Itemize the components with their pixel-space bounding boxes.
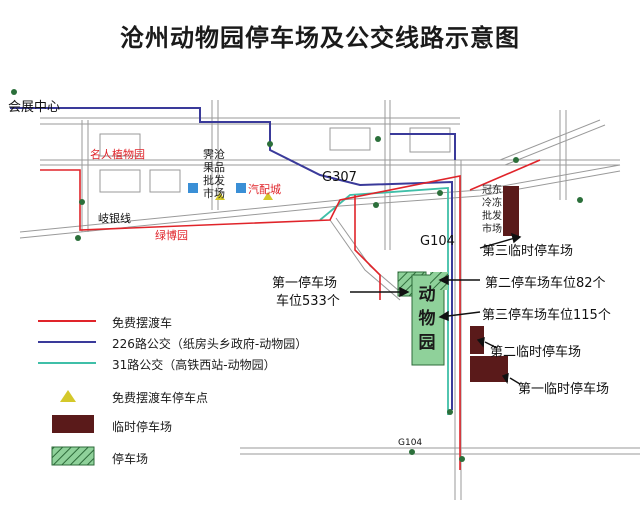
annotation-arrows bbox=[350, 232, 522, 385]
legend-temp-parking: 临时停车场 bbox=[112, 420, 173, 434]
label-temp-parking-1: 第一临时停车场 bbox=[518, 382, 610, 397]
legend-swatches bbox=[38, 320, 96, 466]
label-g307: G307 bbox=[322, 170, 357, 185]
legend-shuttle: 免费摆渡车 bbox=[112, 316, 173, 330]
shuttle-stop-marker bbox=[215, 192, 225, 200]
shuttle-route-3 bbox=[469, 159, 541, 191]
label-frozen-market: 冠东冷冻批发市场 bbox=[482, 185, 502, 235]
shuttle-stop-marker bbox=[263, 192, 273, 200]
label-flower-garden: 名人植物园 bbox=[90, 148, 145, 161]
label-qiyin-road: 岐银线 bbox=[98, 212, 131, 225]
expo-center-marker bbox=[11, 89, 17, 95]
shuttle-route bbox=[40, 169, 461, 470]
label-temp-parking-3: 第三临时停车场 bbox=[482, 244, 574, 259]
map-title: 沧州动物园停车场及公交线路示意图 bbox=[120, 24, 520, 52]
autocity-marker bbox=[236, 183, 246, 193]
market-marker bbox=[188, 183, 198, 193]
bus31-route bbox=[319, 187, 449, 415]
legend-shuttle-stop: 免费摆渡车停车点 bbox=[112, 391, 209, 405]
zoo-area bbox=[411, 274, 445, 366]
label-parking-lot-3: 第三停车场车位115个 bbox=[482, 308, 611, 323]
label-temp-parking-2: 第二临时停车场 bbox=[490, 345, 582, 360]
bus-stop-dots bbox=[75, 136, 583, 462]
legend-bus226: 226路公交（纸房头乡政府-动物园） bbox=[112, 337, 308, 351]
temp-parking-2 bbox=[470, 326, 484, 354]
label-parking-lot-2: 第二停车场车位82个 bbox=[485, 276, 606, 291]
temp-parking-1 bbox=[470, 356, 508, 382]
temp-parking-3 bbox=[503, 186, 519, 236]
shuttle-route-2 bbox=[354, 195, 381, 300]
parking-lot-2 bbox=[430, 272, 448, 290]
label-parking-lot-1: 第一停车场 bbox=[272, 276, 338, 291]
label-fruit-market: 霁沧果品批发市场 bbox=[203, 148, 225, 200]
label-g104-bottom: G104 bbox=[398, 438, 423, 448]
road-network bbox=[19, 100, 640, 500]
label-parking-lot-1-spaces: 车位533个 bbox=[276, 294, 340, 309]
label-expo-park: 绿博园 bbox=[155, 229, 188, 242]
label-auto-city: 汽配城 bbox=[248, 183, 281, 196]
label-zoo: 动物园 bbox=[418, 285, 436, 353]
legend-bus31: 31路公交（高铁西站-动物园） bbox=[112, 358, 276, 372]
legend-parking: 停车场 bbox=[112, 452, 149, 466]
bus226-route-top bbox=[390, 133, 456, 160]
label-g104: G104 bbox=[420, 234, 455, 249]
label-expo-center: 会展中心 bbox=[8, 100, 61, 115]
